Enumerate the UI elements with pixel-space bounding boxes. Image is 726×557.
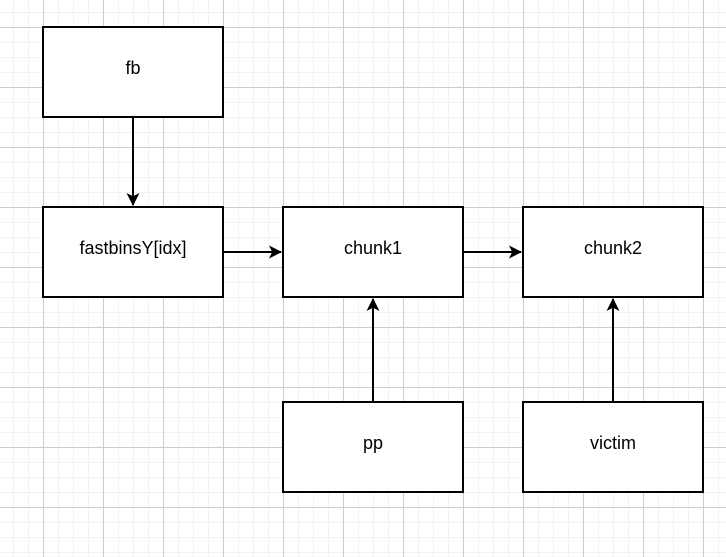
node-fb-label: fb	[125, 58, 140, 78]
node-fb[interactable]: fb	[42, 26, 224, 118]
node-pp-box[interactable]	[282, 401, 464, 493]
node-fb-box[interactable]	[42, 26, 224, 118]
node-chunk2[interactable]: chunk2	[522, 206, 704, 298]
node-chunk2-label: chunk2	[584, 238, 642, 258]
node-pp-label: pp	[363, 433, 383, 453]
node-pp[interactable]: pp	[282, 401, 464, 493]
node-fastbinsy[interactable]: fastbinsY[idx]	[42, 206, 224, 298]
node-chunk1-box[interactable]	[282, 206, 464, 298]
node-fastbinsy-label: fastbinsY[idx]	[79, 238, 186, 258]
node-victim-label: victim	[590, 433, 636, 453]
node-chunk2-box[interactable]	[522, 206, 704, 298]
node-chunk1[interactable]: chunk1	[282, 206, 464, 298]
node-fastbinsy-box[interactable]	[42, 206, 224, 298]
node-victim[interactable]: victim	[522, 401, 704, 493]
node-chunk1-label: chunk1	[344, 238, 402, 258]
node-victim-box[interactable]	[522, 401, 704, 493]
